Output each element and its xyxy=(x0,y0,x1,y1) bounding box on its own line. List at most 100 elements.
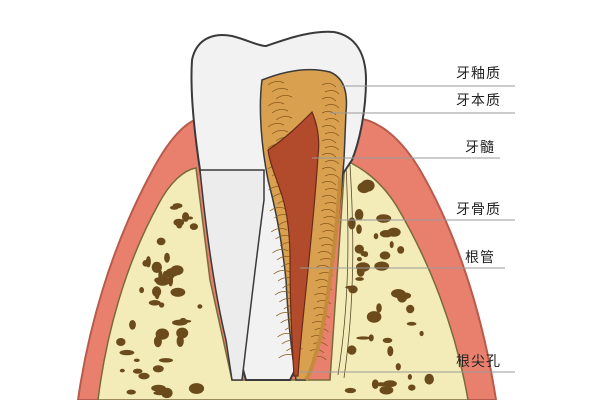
bone-trabeculae xyxy=(116,179,434,399)
label-pulp: 牙髓 xyxy=(465,140,495,156)
dentin-tubule xyxy=(269,207,287,212)
bone-cell xyxy=(391,289,406,298)
bone-cell xyxy=(138,372,150,380)
bone-cell xyxy=(356,336,371,340)
bone-cell xyxy=(355,277,364,281)
bone-cell xyxy=(152,365,164,373)
bone-cell xyxy=(176,327,189,339)
bone-cell xyxy=(170,287,186,297)
bone-cell xyxy=(176,220,183,229)
bone-cell xyxy=(155,328,169,340)
bone-cell xyxy=(419,330,424,337)
bone-cell xyxy=(347,345,357,355)
label-enamel: 牙釉质 xyxy=(456,66,501,82)
periodontal-ligament xyxy=(337,164,354,379)
dentin-tubule xyxy=(270,228,288,233)
dentin-tubule xyxy=(267,102,285,107)
cementum-layer xyxy=(304,177,342,382)
bone-cell xyxy=(383,380,397,388)
bone-cell xyxy=(179,317,187,325)
dentin-tubule xyxy=(267,81,285,86)
dentin-tubule xyxy=(317,286,333,291)
bone-cell xyxy=(362,251,369,258)
leader-lines xyxy=(300,85,515,373)
dentin-tubule xyxy=(320,209,336,214)
bone-cell xyxy=(348,285,358,294)
bone-cell xyxy=(374,261,390,271)
bone-cell xyxy=(373,233,379,240)
dentin-tubule xyxy=(324,132,340,137)
bone-cell xyxy=(366,311,382,323)
dentin-tubule xyxy=(267,123,285,128)
bone-cell xyxy=(395,363,401,371)
bone-cell xyxy=(182,212,190,222)
label-root-canal: 根管 xyxy=(465,250,495,266)
dentin-tubule xyxy=(324,174,340,179)
bone-cell xyxy=(354,209,364,221)
dental-pulp xyxy=(267,110,320,377)
dentin-tubule xyxy=(275,116,293,121)
bone-cell xyxy=(371,379,379,390)
dentin-tubule xyxy=(324,90,340,95)
bone-cell xyxy=(356,224,362,234)
bone-cell xyxy=(133,358,140,362)
bone-cell xyxy=(197,304,203,309)
bone-cell xyxy=(389,241,394,249)
dentin-tubule xyxy=(321,125,337,130)
bone-cell xyxy=(387,346,394,357)
bone-cell xyxy=(129,320,136,330)
dentin-tubule xyxy=(321,83,337,88)
dentin-tubule xyxy=(321,111,337,116)
bone-cell xyxy=(151,261,162,273)
dentin-tubule xyxy=(273,270,290,275)
dentin-tubule xyxy=(271,109,289,114)
dentin-tubule xyxy=(321,97,337,102)
bone-cell xyxy=(164,252,170,263)
dentin-tubule xyxy=(275,95,293,100)
bone-cell xyxy=(132,368,143,374)
bone-cell xyxy=(406,304,415,314)
bone-cell xyxy=(376,303,382,313)
bone-cell xyxy=(408,384,416,391)
bone-cell xyxy=(139,287,145,294)
dentin-tubule xyxy=(318,237,334,242)
bone-cell xyxy=(356,266,365,277)
bone-cell xyxy=(142,260,149,267)
bone-cell xyxy=(379,385,394,395)
bone-cell xyxy=(169,205,179,210)
left-root xyxy=(199,169,265,381)
bone-cell xyxy=(356,257,362,262)
dentin-tubule xyxy=(272,249,289,254)
bone-cell xyxy=(424,373,434,385)
dentin-tubule xyxy=(321,139,337,144)
dentin-tubule xyxy=(324,104,340,109)
dentin-tubule xyxy=(271,88,289,93)
label-apical-foramen: 根尖孔 xyxy=(456,354,501,370)
bone-cell xyxy=(406,321,417,326)
bone-cell xyxy=(156,237,166,246)
bone-cell xyxy=(189,223,198,231)
bone-cell xyxy=(158,358,174,363)
label-cementum: 牙骨质 xyxy=(456,202,501,218)
dentin-tubule xyxy=(271,130,289,135)
bone-cell xyxy=(126,389,136,395)
bone-cell xyxy=(170,265,184,276)
bone-cell xyxy=(397,246,405,254)
bone-cell xyxy=(344,387,357,394)
bone-cell xyxy=(161,387,173,399)
dentin-tubule xyxy=(319,223,335,228)
bone-cell xyxy=(148,300,161,306)
bone-cell xyxy=(155,276,170,286)
bone-cell xyxy=(188,383,205,394)
dentin-tubule xyxy=(310,335,326,340)
dentin-tubule xyxy=(324,146,340,151)
dentin-tubule xyxy=(321,167,337,172)
dentin-tubule xyxy=(321,153,337,158)
bone-cell xyxy=(379,251,391,260)
dentin-tubule xyxy=(324,118,340,123)
bone-cell xyxy=(187,216,194,220)
bone-cell xyxy=(407,374,412,380)
dentin-tubule xyxy=(317,251,333,256)
